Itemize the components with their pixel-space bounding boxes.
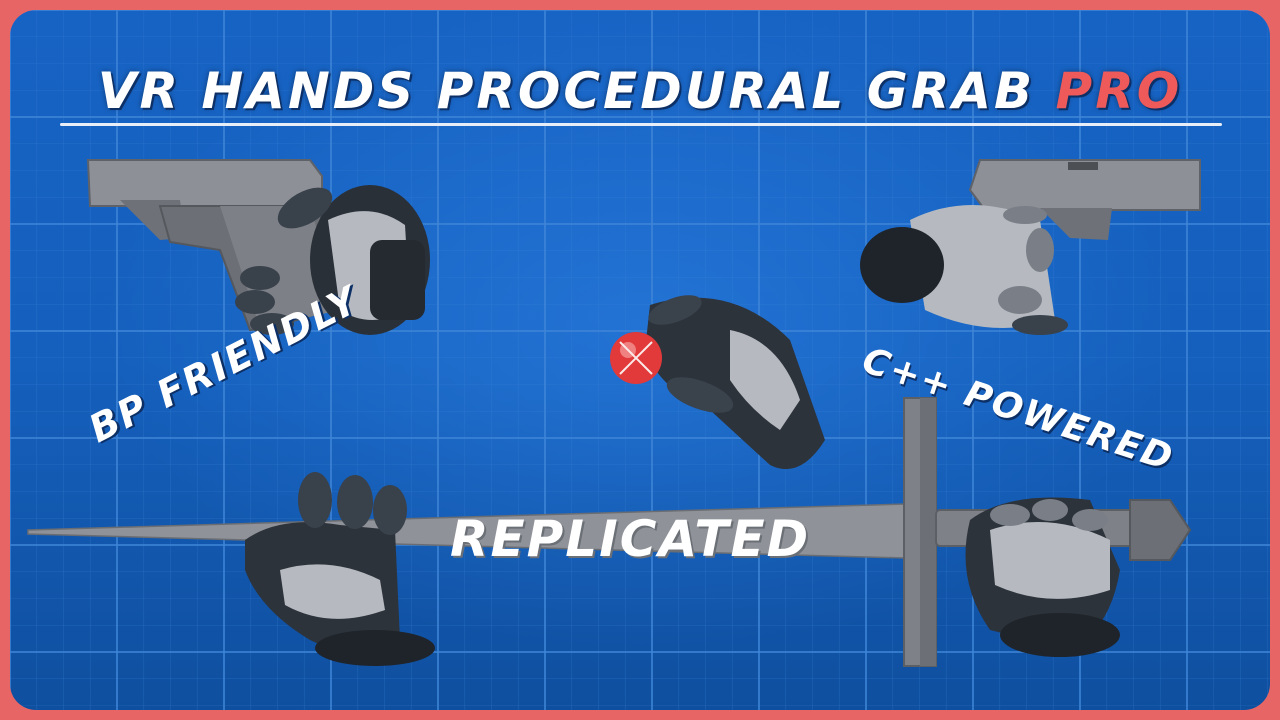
glove-right-top — [860, 205, 1068, 335]
glove-sword-left — [245, 472, 435, 666]
sword-illustration — [27, 397, 1192, 667]
glove-sword-right — [965, 497, 1120, 657]
red-ball — [610, 332, 662, 384]
thumbnail-frame: VR HANDS PROCEDURAL GRAB PRO — [10, 10, 1270, 710]
pistol-left — [86, 159, 340, 332]
title-underline — [60, 123, 1222, 126]
title-highlight: PRO — [1055, 62, 1183, 120]
pistol-left-illustration — [86, 159, 430, 335]
page-title: VR HANDS PROCEDURAL GRAB PRO — [10, 62, 1270, 120]
pistol-right — [968, 159, 1201, 240]
feature-replicated: REPLICATED — [450, 510, 811, 568]
pistol-right-illustration — [860, 159, 1201, 335]
glove-left-top — [235, 185, 430, 335]
title-main: VR HANDS PROCEDURAL GRAB — [97, 62, 1056, 120]
ball-grab-illustration — [610, 295, 825, 470]
glove-center — [645, 295, 825, 470]
